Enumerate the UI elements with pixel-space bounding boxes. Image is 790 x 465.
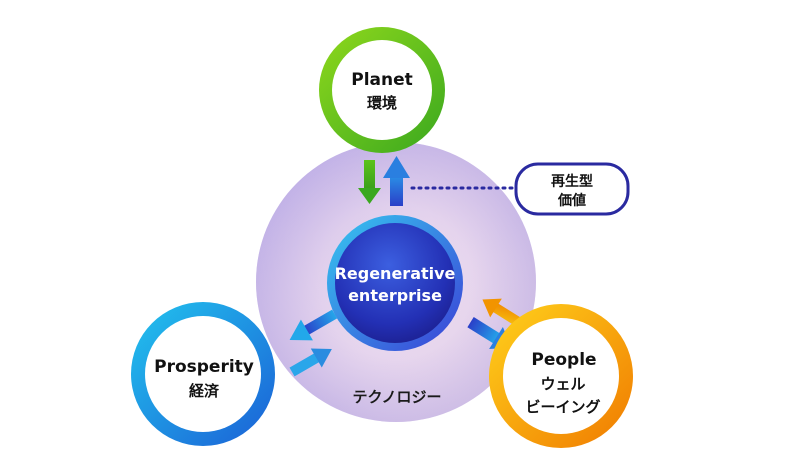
prosperity-to-center-arrow bbox=[289, 348, 332, 377]
prosperity-title: Prosperity bbox=[154, 357, 254, 377]
people-node: People ウェル ビーイング bbox=[489, 304, 633, 448]
regenerative-enterprise-node: Regenerative enterprise bbox=[327, 215, 463, 351]
prosperity-subtitle: 経済 bbox=[189, 382, 220, 400]
regenerative-value-line2: 価値 bbox=[557, 192, 586, 209]
people-title: People bbox=[531, 350, 596, 370]
center-label-line2: enterprise bbox=[348, 286, 442, 305]
people-subtitle-line1: ウェル bbox=[540, 375, 585, 393]
people-subtitle-line2: ビーイング bbox=[525, 398, 600, 416]
center-label-line1: Regenerative bbox=[335, 264, 456, 283]
planet-subtitle: 環境 bbox=[367, 94, 397, 112]
center-to-prosperity-arrow bbox=[289, 309, 338, 341]
planet-to-center-arrow bbox=[358, 160, 381, 204]
planet-node: Planet 環境 bbox=[319, 27, 445, 153]
regenerative-value-badge: 再生型 価値 bbox=[514, 162, 630, 216]
center-to-planet-arrow bbox=[383, 156, 410, 206]
regenerative-value-line1: 再生型 bbox=[551, 173, 593, 190]
planet-title: Planet bbox=[351, 70, 413, 90]
prosperity-node: Prosperity 経済 bbox=[131, 302, 275, 446]
technology-label: テクノロジー bbox=[352, 388, 441, 406]
